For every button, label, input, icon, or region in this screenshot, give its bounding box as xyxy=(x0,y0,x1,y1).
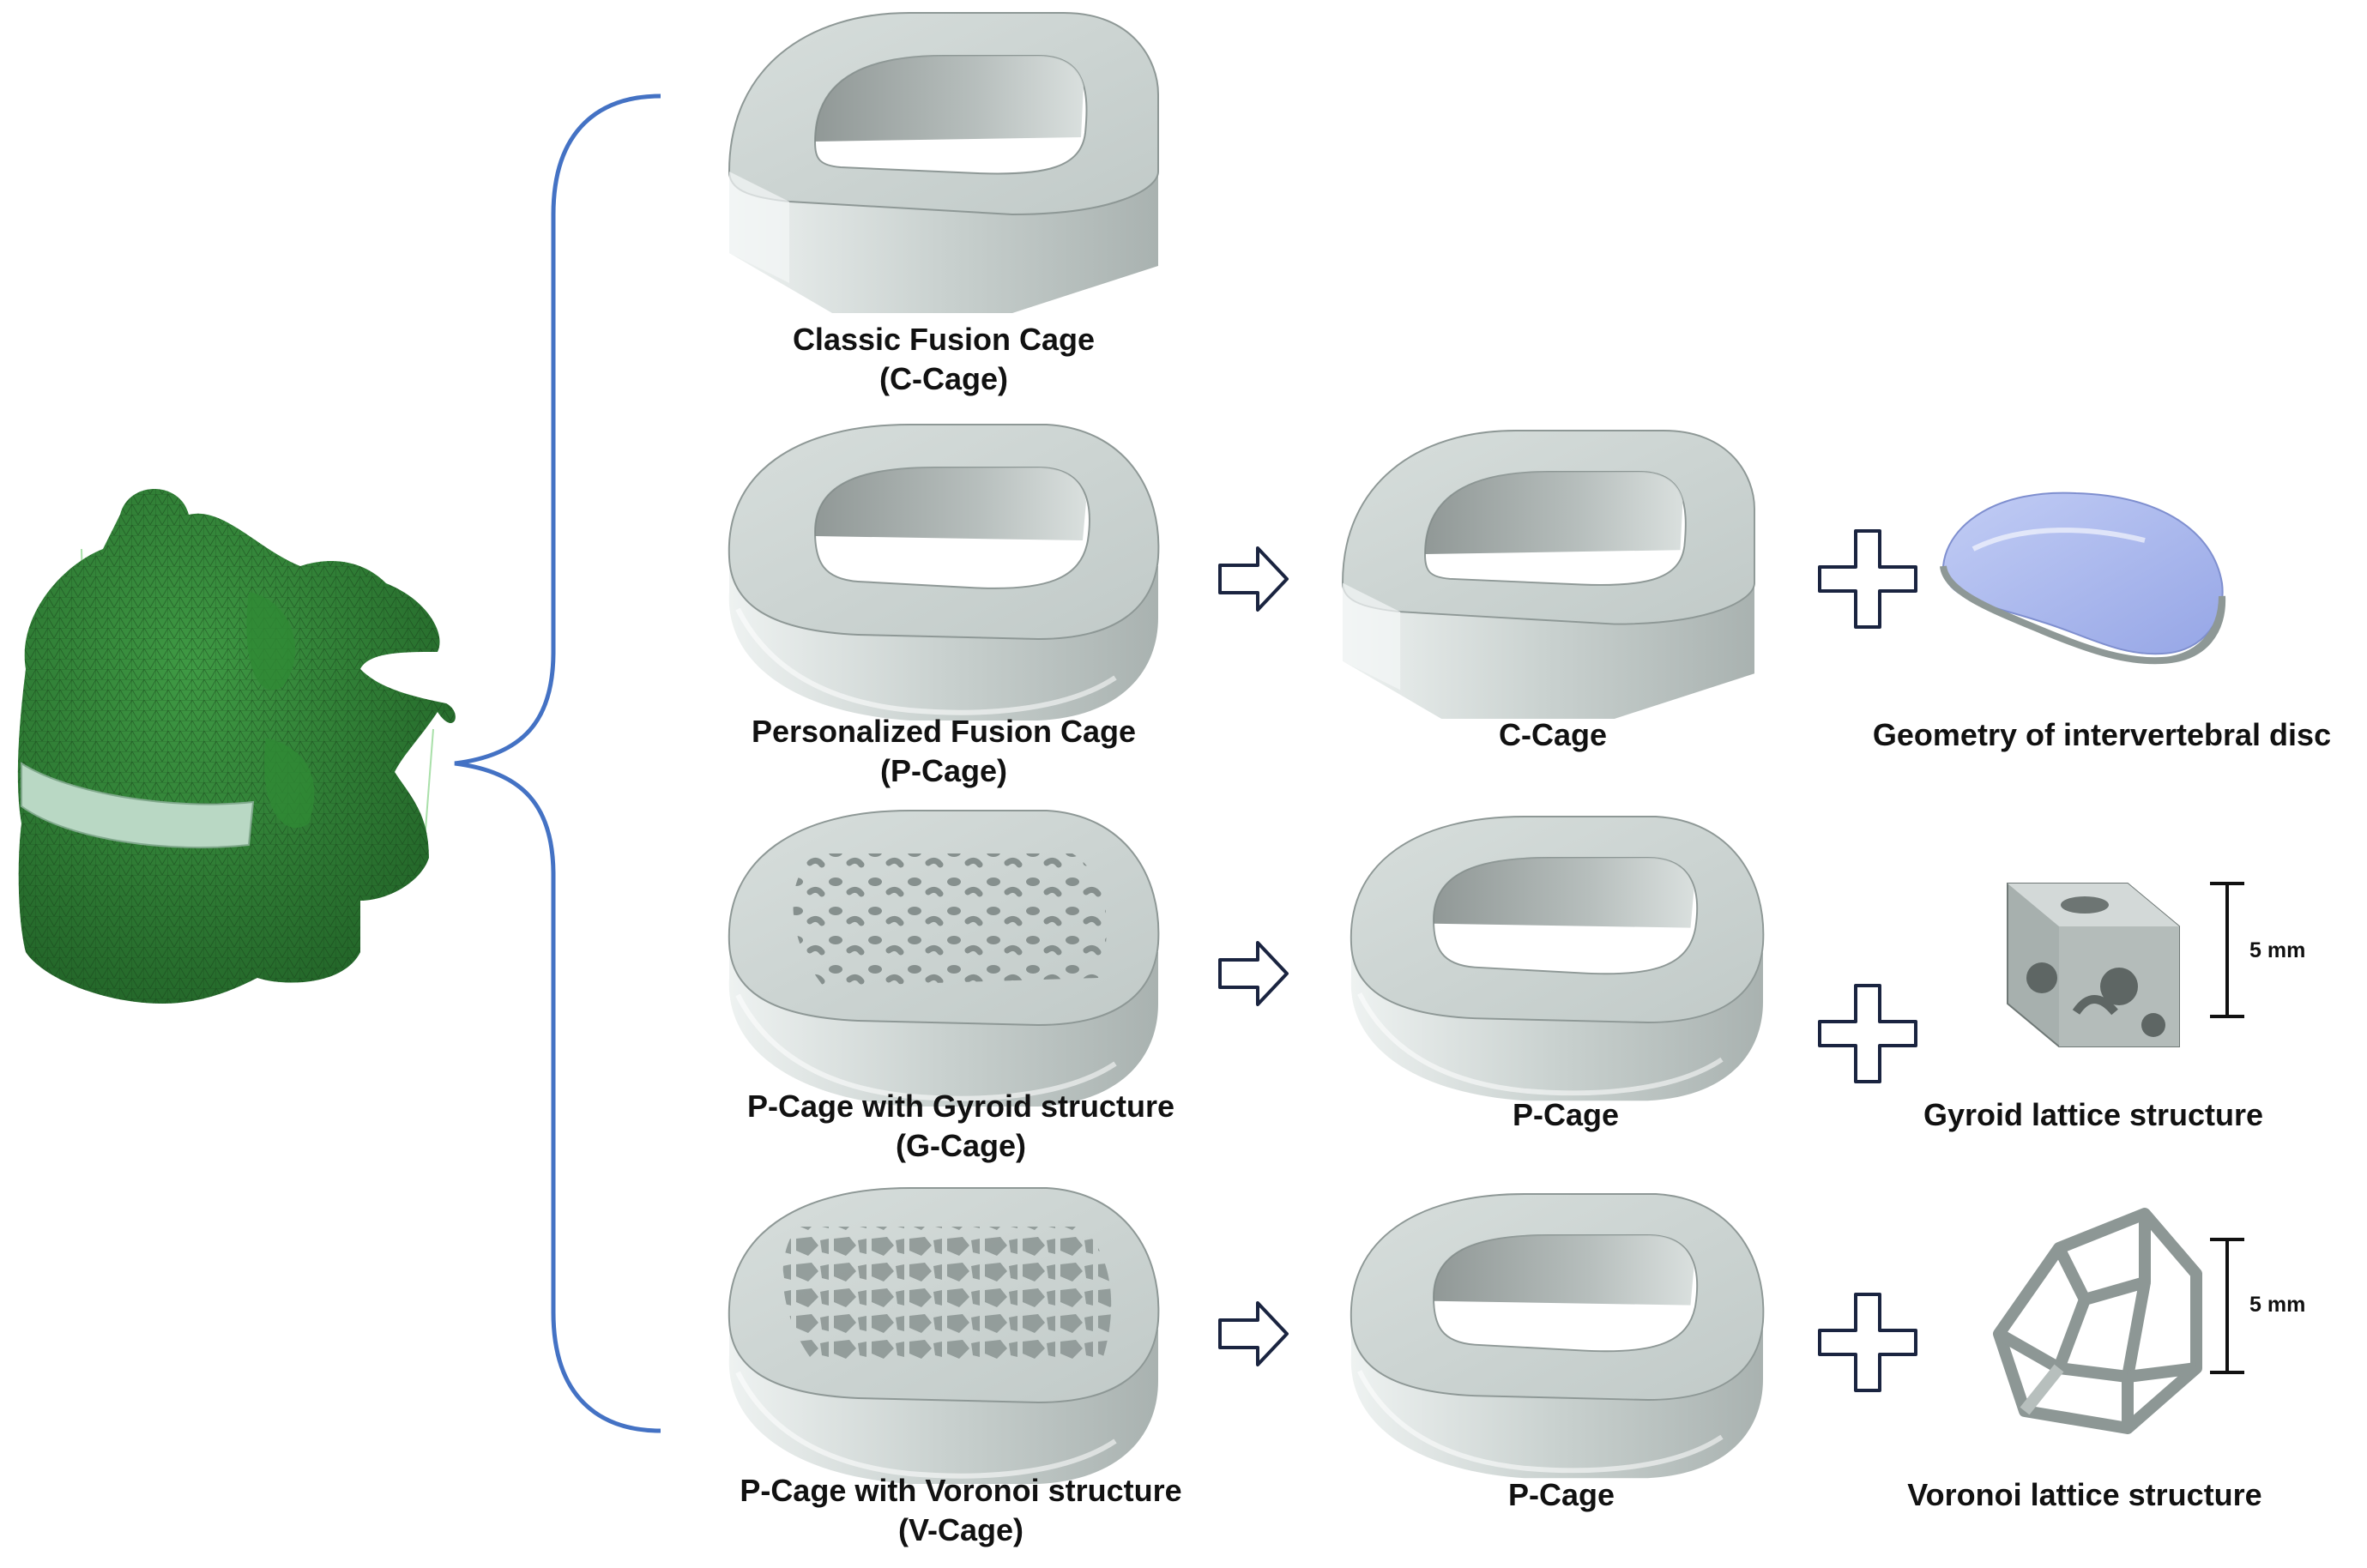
label-line: Classic Fusion Cage xyxy=(792,322,1096,357)
label-classic-fusion-cage: Classic Fusion Cage (C-Cage) xyxy=(686,320,1201,399)
label-line: P-Cage with Gyroid structure xyxy=(746,1089,1175,1124)
voronoi-cage-model xyxy=(729,1188,1159,1484)
scale-label-voronoi: 5 mm xyxy=(2249,1293,2306,1317)
p-cage-model xyxy=(1351,817,1764,1101)
label-gyroid-lattice: Gyroid lattice structure xyxy=(1923,1097,2264,1132)
label-line: P-Cage with Voronoi structure xyxy=(740,1473,1182,1508)
scale-bar-voronoi xyxy=(2210,1238,2244,1374)
label-line: (P-Cage) xyxy=(879,753,1007,788)
plus-icon xyxy=(1818,984,1917,1083)
label-line: Personalized Fusion Cage xyxy=(751,714,1137,749)
label-intervertebral-disc: Geometry of intervertebral disc xyxy=(1872,717,2332,752)
gyroid-lattice-model xyxy=(2007,883,2180,1047)
right-arrow-icon xyxy=(1218,546,1289,612)
label-line: (G-Cage) xyxy=(896,1128,1026,1163)
right-arrow-icon xyxy=(1218,1301,1289,1366)
label-line: (V-Cage) xyxy=(897,1512,1024,1547)
label-personalized-fusion-cage: Personalized Fusion Cage (P-Cage) xyxy=(669,712,1218,791)
intervertebral-disc-model xyxy=(1940,492,2226,665)
label-line: (C-Cage) xyxy=(879,361,1008,396)
plus-icon xyxy=(1818,1293,1917,1392)
label-voronoi-cage: P-Cage with Voronoi structure (V-Cage) xyxy=(669,1471,1253,1550)
scale-label-gyroid: 5 mm xyxy=(2249,938,2306,962)
vertebra-model-icon xyxy=(17,489,456,1004)
right-arrow-icon xyxy=(1218,941,1289,1006)
label-gyroid-cage: P-Cage with Gyroid structure (G-Cage) xyxy=(669,1087,1253,1166)
p-cage-model xyxy=(1351,1194,1764,1478)
label-row3-p-cage: P-Cage xyxy=(1512,1097,1620,1132)
classic-cage-model xyxy=(728,12,1159,314)
label-voronoi-lattice: Voronoi lattice structure xyxy=(1907,1477,2262,1512)
personalized-cage-model xyxy=(729,425,1159,721)
gyroid-cage-model xyxy=(729,811,1159,1107)
label-row2-c-cage: C-Cage xyxy=(1498,717,1608,752)
curly-brace-icon xyxy=(454,93,661,1433)
c-cage-model xyxy=(1342,430,1755,720)
label-row4-p-cage: P-Cage xyxy=(1507,1477,1615,1512)
plus-icon xyxy=(1818,529,1917,629)
scale-bar-gyroid xyxy=(2210,882,2244,1018)
voronoi-lattice-model xyxy=(1993,1208,2202,1434)
